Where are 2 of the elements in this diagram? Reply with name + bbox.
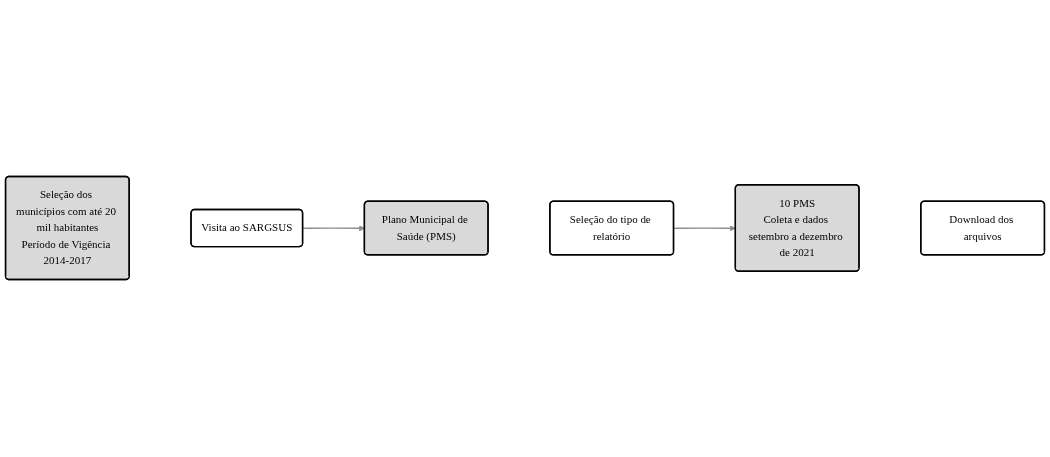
arrow [302, 225, 365, 232]
arrow [673, 225, 736, 232]
